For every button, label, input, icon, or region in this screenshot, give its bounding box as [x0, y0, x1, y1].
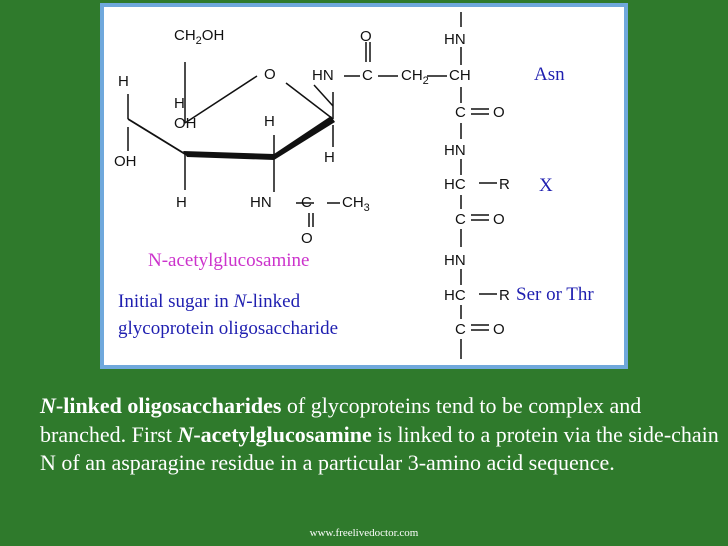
h-c4: H [118, 73, 129, 90]
ch-asn: CH [449, 67, 471, 84]
diagram-panel: CH2OH O H H OH H OH H H HN C CH3 O O HN … [100, 3, 628, 369]
caption-text-linked: -linked [246, 291, 301, 312]
bold-italic-n-2: N [177, 421, 194, 447]
caption-text: Initial sugar in [118, 291, 234, 312]
o-amide: O [360, 28, 372, 45]
bold-term-oligosaccharides: -linked oligosaccharides [55, 393, 282, 418]
hc-x: HC [444, 176, 466, 193]
ch2oh-label: CH2OH [174, 27, 224, 47]
o-acetyl: O [301, 230, 313, 247]
body-text-2: is linked to a protein via the side-chai… [40, 421, 719, 476]
hn-asn: HN [444, 31, 466, 48]
footer-credit: www.freelivedoctor.com [309, 527, 419, 539]
hn-ser: HN [444, 252, 466, 269]
o-asn: O [493, 104, 505, 121]
c-x: C [455, 211, 466, 228]
caption-line-2: glycoprotein oligosaccharide [118, 318, 339, 339]
description-paragraph: N-linked oligosaccharides of glycoprotei… [40, 392, 720, 478]
hn-x: HN [444, 142, 466, 159]
oh-c3: OH [174, 115, 197, 132]
o-ser: O [493, 321, 505, 338]
c-amide: C [362, 67, 373, 84]
oh-c4: OH [114, 153, 137, 170]
asn-label: Asn [534, 64, 565, 85]
o-x: O [493, 211, 505, 228]
ch2-asn: CH2 [401, 67, 429, 87]
bold-italic-n: N [40, 393, 56, 418]
ring-oxygen: O [264, 66, 276, 83]
x-label: X [539, 175, 553, 196]
c-asn: C [455, 104, 466, 121]
ch3-acetyl: CH3 [342, 194, 370, 214]
h-c2-top: H [264, 113, 275, 130]
glcnac-asn-structure: CH2OH O H H OH H OH H H HN C CH3 O O HN … [114, 12, 510, 359]
r-x: R [499, 176, 510, 193]
bold-term-acetylglucosamine: -acetylglucosamine [193, 421, 372, 447]
h-c5: H [174, 95, 185, 112]
hc-ser: HC [444, 287, 466, 304]
c-ser: C [455, 321, 466, 338]
hn-acetyl: HN [250, 194, 272, 211]
ser-thr-label: Ser or Thr [516, 284, 594, 305]
caption-italic-n: N [233, 291, 247, 312]
h-c1: H [324, 149, 335, 166]
hn-amide: HN [312, 67, 334, 84]
c-acetyl: C [301, 194, 312, 211]
diagram-caption: Initial sugar in N-linked glycoprotein o… [118, 288, 338, 342]
sugar-label: N-acetylglucosamine [148, 250, 310, 271]
body-text-1: of glycoproteins tend to be complex and … [40, 393, 642, 447]
h-c3: H [176, 194, 187, 211]
r-ser: R [499, 287, 510, 304]
bonds [127, 12, 497, 359]
